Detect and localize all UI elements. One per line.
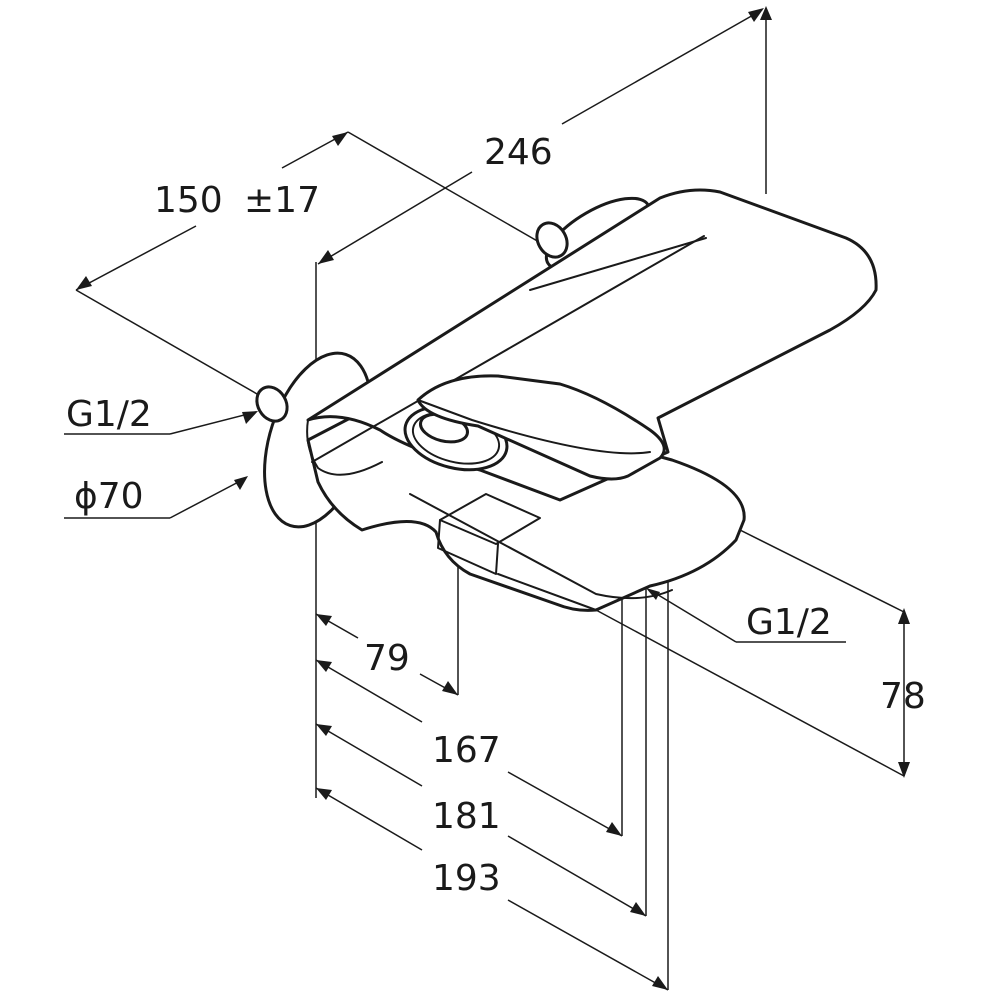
arrow-167-right <box>606 822 622 836</box>
arrow-diameter <box>234 476 248 490</box>
arrow-167-left <box>316 660 332 672</box>
arrow-79-right <box>442 681 458 695</box>
arrow-193-right <box>652 976 668 990</box>
lever-handle <box>416 374 666 481</box>
arrow-thread-right <box>646 588 660 600</box>
arrow-78-bottom <box>898 762 910 778</box>
label-79: 79 <box>364 638 410 679</box>
arrow-150-left <box>76 276 92 290</box>
arrow-246-left <box>318 250 334 264</box>
arrow-246-top <box>760 6 772 20</box>
label-150: 150 <box>154 180 223 221</box>
label-thread-left: G1/2 <box>66 394 152 435</box>
label-167: 167 <box>432 730 501 771</box>
label-78: 78 <box>880 676 926 717</box>
label-193: 193 <box>432 858 501 899</box>
arrow-181-left <box>316 724 332 736</box>
faucet <box>255 188 878 612</box>
labels: 150 ±17 246 G1/2 ϕ70 G1/2 78 79 167 181 … <box>66 132 926 899</box>
label-tolerance: ±17 <box>244 180 320 221</box>
thermostat-dial <box>403 404 509 472</box>
arrow-79-left <box>316 614 332 626</box>
label-246: 246 <box>484 132 553 173</box>
label-diameter: ϕ70 <box>74 476 144 517</box>
arrow-246-right <box>748 8 764 22</box>
dimension-arrows <box>76 6 910 990</box>
arrow-78-top <box>898 608 910 624</box>
arrow-thread-left <box>242 411 258 424</box>
arrow-181-right <box>630 902 646 916</box>
arrow-193-left <box>316 788 332 800</box>
label-thread-right: G1/2 <box>746 602 832 643</box>
label-181: 181 <box>432 796 501 837</box>
arrow-150-right <box>332 132 348 146</box>
